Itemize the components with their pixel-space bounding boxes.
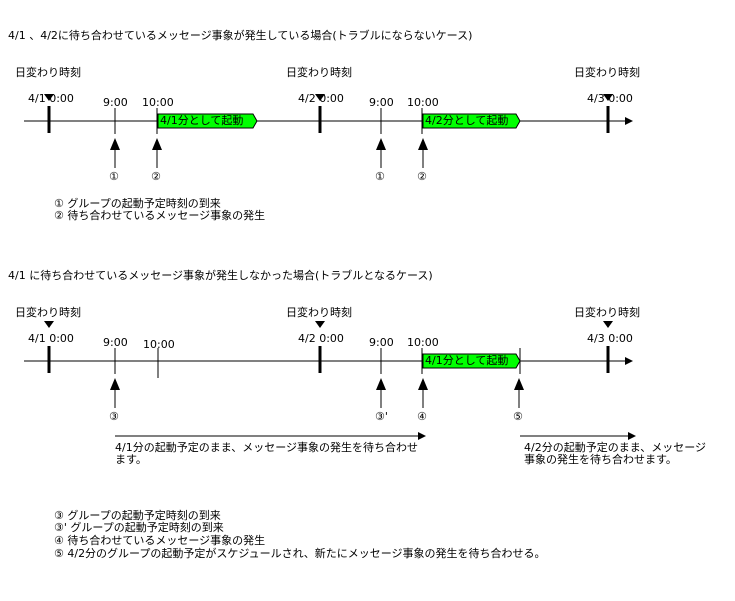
event-marker: ② [151, 170, 161, 183]
event-arrow [514, 378, 524, 408]
up-arrow-icon [418, 378, 428, 390]
event-marker: ① [375, 170, 385, 183]
tick-label: 4/2 0:00 [298, 332, 344, 345]
event-arrow [152, 138, 162, 168]
legend-item: ③' グループの起動予定時刻の到来 [54, 521, 224, 534]
event-arrow [418, 378, 428, 408]
up-arrow-icon [110, 138, 120, 150]
tick-label: 10:00 [407, 336, 439, 349]
up-arrow-icon [514, 378, 524, 390]
event-marker: ③' [375, 410, 388, 423]
up-arrow-icon [152, 138, 162, 150]
event-arrow [110, 378, 120, 408]
day-change-label: 日変わり時刻 [574, 66, 640, 79]
tick-label: 4/2 0:00 [298, 92, 344, 105]
legend-item: ④ 待ち合わせているメッセージ事象の発生 [54, 534, 266, 547]
day-change-triangle-icon [603, 321, 613, 328]
diagram1-timeline [24, 94, 633, 168]
event-marker: ⑤ [513, 410, 523, 423]
run-bar [157, 113, 258, 129]
up-arrow-icon [376, 378, 386, 390]
diagram2-title: 4/1 に待ち合わせているメッセージ事象が発生しなかった場合(トラブルとなるケー… [8, 269, 433, 282]
tick-label: 9:00 [369, 96, 394, 109]
diagram2-timeline [24, 321, 636, 440]
right-arrow-icon [418, 432, 426, 440]
tick-label: 10:00 [143, 338, 175, 351]
run-bar-label: 4/1分として起動 [425, 354, 509, 367]
up-arrow-icon [418, 138, 428, 150]
day-change-label: 日変わり時刻 [15, 66, 81, 79]
up-arrow-icon [376, 138, 386, 150]
tick-label: 4/1 0:00 [28, 332, 74, 345]
tick-label: 9:00 [369, 336, 394, 349]
legend-item: ② 待ち合わせているメッセージ事象の発生 [54, 209, 266, 222]
event-marker: ③ [109, 410, 119, 423]
day-change-label: 日変わり時刻 [15, 306, 81, 319]
tick-label: 4/1 0:00 [28, 92, 74, 105]
event-marker: ② [417, 170, 427, 183]
day-change-triangle-icon [44, 94, 54, 101]
right-arrow-icon [628, 432, 636, 440]
tick-label: 10:00 [142, 96, 174, 109]
event-arrow [376, 378, 386, 408]
up-arrow-icon [110, 378, 120, 390]
day-change-triangle-icon [44, 321, 54, 328]
tick-label: 9:00 [103, 336, 128, 349]
day-change-label: 日変わり時刻 [286, 306, 352, 319]
legend-item: ① グループの起動予定時刻の到来 [54, 197, 221, 210]
event-marker: ① [109, 170, 119, 183]
legend-item: ⑤ 4/2分のグループの起動予定がスケジュールされ、新たにメッセージ事象の発生を… [54, 547, 546, 560]
legend-item: ③ グループの起動予定時刻の到来 [54, 509, 221, 522]
day-change-label: 日変わり時刻 [574, 306, 640, 319]
wait-note: 4/1分の起動予定のまま、メッセージ事象の発生を待ち合わせます。 [115, 441, 419, 466]
run-bar [422, 113, 521, 129]
axis-arrowhead-icon [625, 357, 633, 365]
day-change-triangle-icon [315, 94, 325, 101]
event-marker: ④ [417, 410, 427, 423]
diagram1-title: 4/1 、4/2に待ち合わせているメッセージ事象が発生している場合(トラブルにな… [8, 29, 473, 42]
run-bar-label: 4/1分として起動 [160, 114, 244, 127]
event-arrow [376, 138, 386, 168]
wait-note: 4/2分の起動予定のまま、メッセージ事象の発生を待ち合わせます。 [524, 441, 707, 466]
event-arrow [418, 138, 428, 168]
tick-label: 4/3 0:00 [587, 92, 633, 105]
run-bar [422, 353, 521, 369]
run-bar-label: 4/2分として起動 [425, 114, 509, 127]
day-change-triangle-icon [603, 94, 613, 101]
day-change-triangle-icon [315, 321, 325, 328]
day-change-label: 日変わり時刻 [286, 66, 352, 79]
tick-label: 4/3 0:00 [587, 332, 633, 345]
event-arrow [110, 138, 120, 168]
tick-label: 9:00 [103, 96, 128, 109]
axis-arrowhead-icon [625, 117, 633, 125]
tick-label: 10:00 [407, 96, 439, 109]
